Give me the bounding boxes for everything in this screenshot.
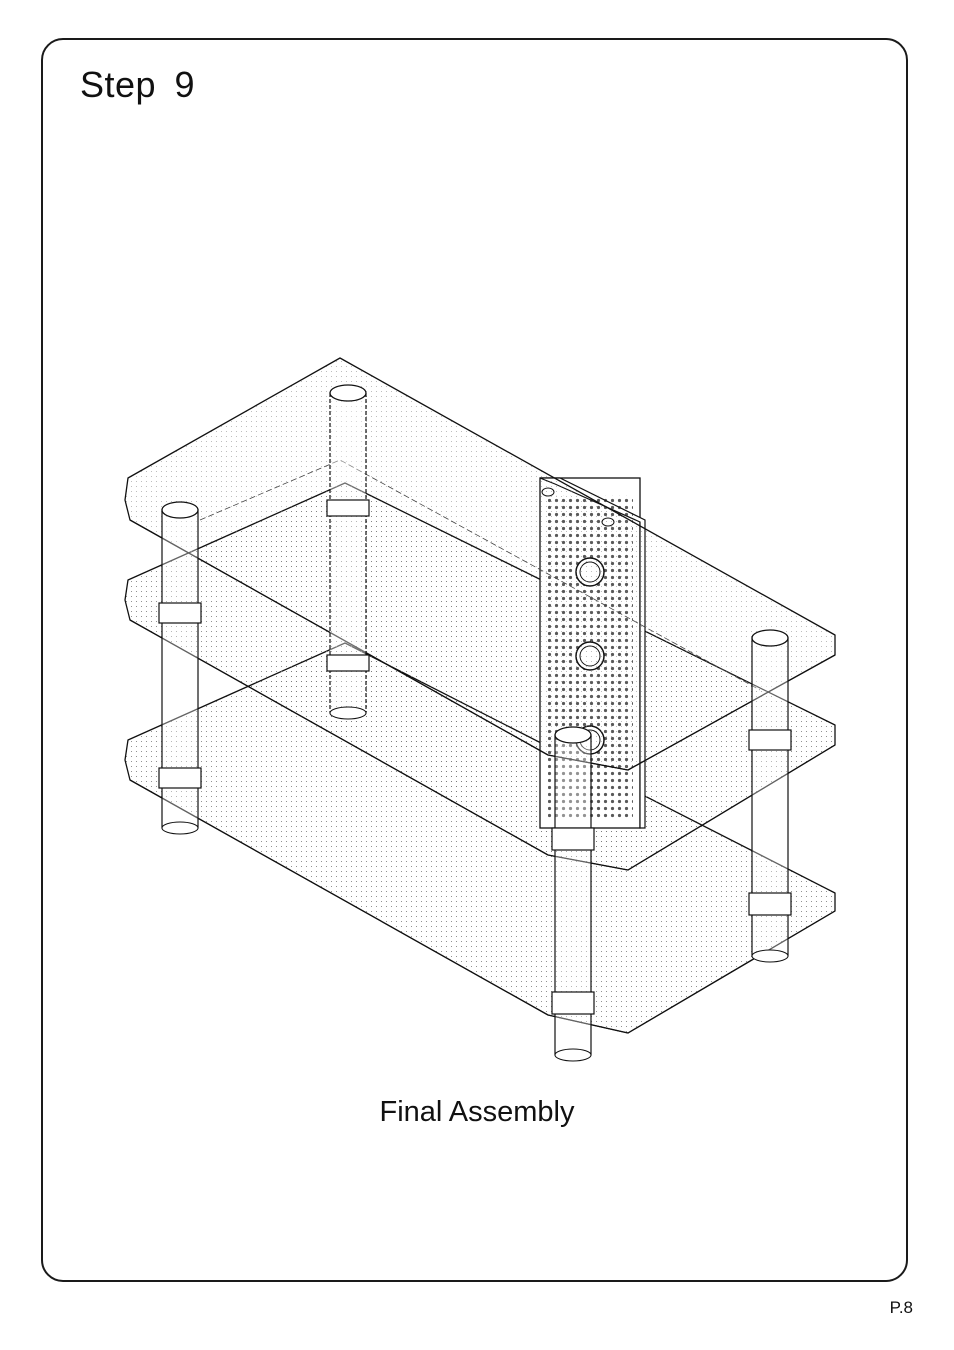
page-number: P.8 bbox=[890, 1298, 913, 1318]
post-front-center bbox=[552, 727, 594, 1061]
post-back-left bbox=[327, 385, 369, 719]
post-back-right bbox=[749, 630, 791, 962]
figure-caption: Final Assembly bbox=[0, 1096, 954, 1129]
post-front-left bbox=[159, 502, 201, 834]
